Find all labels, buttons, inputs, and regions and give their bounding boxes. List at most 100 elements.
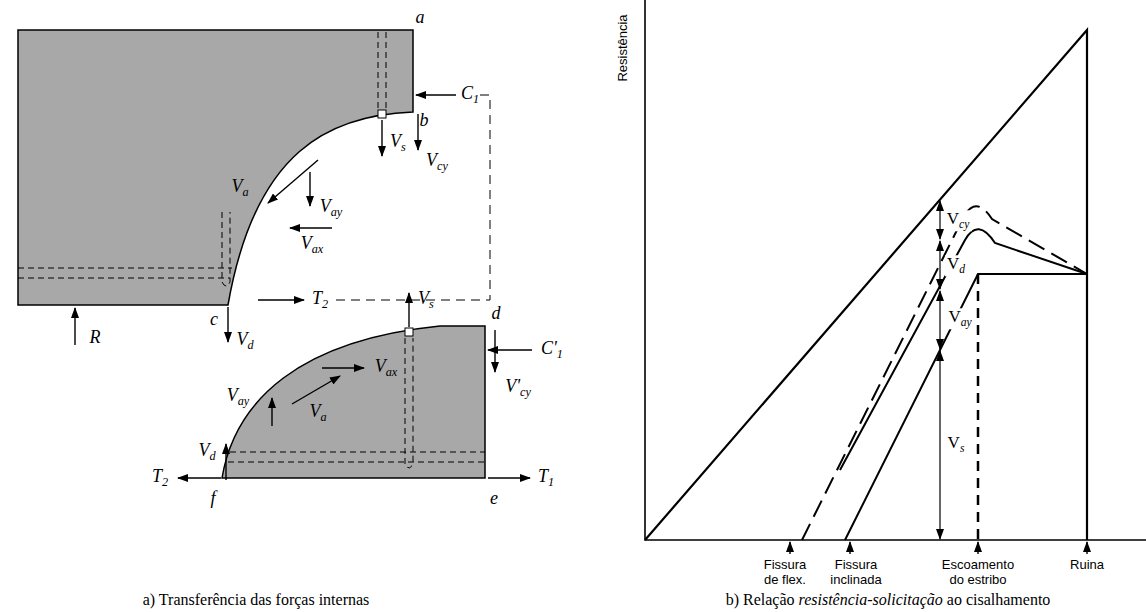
equilibrium-link [334,95,490,300]
event-arrow [849,542,850,554]
text-part: d [247,338,253,352]
point-letter: e [490,489,498,509]
force-arrow [292,376,340,404]
chart-axes [645,0,1146,540]
point-letter: d [492,304,501,324]
component-label: Vay [946,308,973,329]
force-arrow [494,330,495,372]
force-label: V'cy [505,377,531,399]
force-label: Vax [301,234,324,256]
force-label: Va [231,177,248,199]
stirrup [405,338,413,468]
text-part: ay [961,316,972,329]
text-part: a [320,410,326,424]
force-label: Vd [236,330,253,352]
text-part: d [959,263,965,276]
stirrup-curve [845,274,1087,540]
caption: a) Transferência das forças internas [143,591,370,609]
force-label: Vs [390,132,406,154]
force-arrow [271,398,272,426]
shear-curve [840,229,1087,470]
yield-line [977,274,980,540]
force-label: T2 [152,467,168,489]
force-arrow [309,172,310,206]
text-part: ay [331,205,343,219]
event-label: Fissura inclinada [825,557,887,587]
force-label: T2 [312,289,328,311]
event-arrow [977,542,978,554]
text-part: s [429,297,434,311]
force-arrow [322,367,364,368]
text-part: ax [312,242,324,256]
text-part: cy [437,159,448,173]
force-arrow [381,120,382,156]
rebar-line [228,462,485,463]
beam-segment [222,326,485,478]
text-part: a [242,185,248,199]
force-arrow [178,477,221,478]
force-label: R [90,328,101,348]
force-arrow [225,444,226,480]
resistance-line [645,30,1087,540]
dimension-arrow [939,351,940,539]
force-label: Vcy [426,151,448,173]
axis-title: Resistência [615,14,630,81]
force-label: C'1 [541,339,563,361]
text-part: s [401,140,406,154]
force-arrow [227,307,228,342]
rebar-line [18,268,232,269]
stirrup-cut [405,328,413,336]
force-label: C1 [461,84,479,106]
force-label: Va [309,402,326,424]
rebar-line [230,452,485,453]
text-part: 2 [322,297,328,311]
stirrup [222,212,230,286]
rebar-line [18,278,230,279]
text-part: 1 [548,475,554,489]
event-label: Fissura de flex. [755,557,815,587]
text-part: cy [959,218,969,231]
component-label: Vd [945,255,967,276]
event-label: Ruina [1070,557,1104,572]
text-part: s [960,442,965,455]
text-part: ax [386,365,398,379]
force-label: Vay [227,386,250,408]
point-letter: a [416,8,425,28]
event-label: Escoamento do estribo [933,557,1023,587]
force-arrow [417,114,418,150]
force-arrow [408,293,409,327]
beam-segment [18,30,413,305]
force-label: Vd [198,441,215,463]
event-arrow [789,542,790,554]
text-part: resistência-solicitação [799,591,943,608]
stirrup [378,32,386,112]
point-letter: b [420,111,429,131]
dimension-arrow [939,241,940,289]
flexural-crack-curve [802,206,1087,540]
text-part: 1 [473,92,479,106]
force-label: Vax [375,357,398,379]
component-label: Vs [946,434,967,455]
text-part: 2 [162,475,168,489]
force-label: Vs [418,289,434,311]
dimension-arrow [939,201,940,239]
force-label: Vay [320,197,343,219]
event-arrow [1086,542,1087,554]
component-label: Vcy [945,210,972,231]
caption: b) Relação resistência-solicitação ao ci… [726,591,1051,609]
text-part: d [209,449,215,463]
force-arrow [258,299,304,300]
text-part: ay [238,394,250,408]
point-letter: c [210,310,218,330]
text-part: cy [520,385,531,399]
dimension-arrow [939,291,940,349]
point-letter: f [210,489,215,509]
force-arrow [416,94,456,95]
force-arrow [290,227,332,228]
text-part: 1 [557,347,563,361]
force-arrow [488,477,530,478]
stirrup-cut [378,110,386,118]
force-arrow [74,308,75,345]
force-label: T1 [538,467,554,489]
